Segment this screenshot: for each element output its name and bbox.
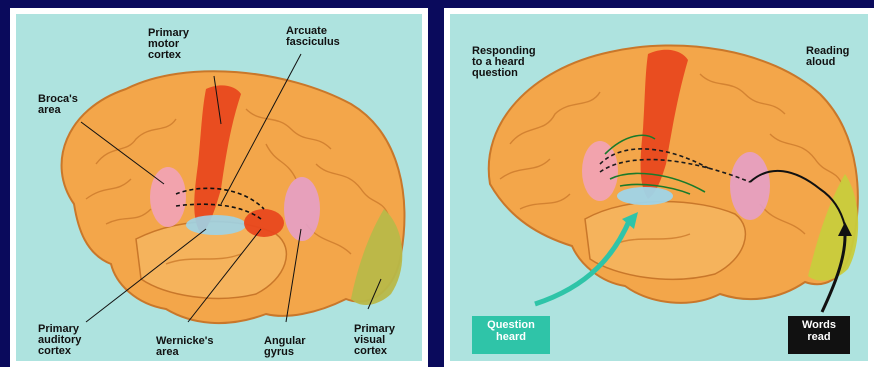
primary-motor-cortex-label: Primary motor cortex: [148, 28, 189, 61]
brocas-area-region-right: [582, 141, 618, 201]
angular-gyrus-region-right: [730, 152, 770, 220]
wernickes-area-label: Wernicke's area: [156, 336, 213, 358]
brocas-area-region: [150, 167, 186, 227]
reading-aloud-label: Reading aloud: [806, 46, 849, 68]
temporal-lobe-right: [585, 202, 745, 280]
right-brain-panel: Responding to a heard question Reading a…: [444, 8, 874, 367]
question-heard-tag: Question heard: [472, 316, 550, 354]
arcuate-fasciculus-label: Arcuate fasciculus: [286, 26, 340, 48]
brocas-area-label: Broca's area: [38, 94, 78, 116]
words-read-tag: Words read: [788, 316, 850, 354]
right-diagram-area: Responding to a heard question Reading a…: [450, 14, 868, 361]
responding-label: Responding to a heard question: [472, 46, 536, 79]
angular-gyrus-region: [284, 177, 320, 241]
primary-auditory-cortex-label: Primary auditory cortex: [38, 324, 81, 357]
primary-auditory-cortex-region: [186, 215, 246, 235]
auditory-cortex-region-right: [617, 187, 673, 205]
left-brain-panel: Primary motor cortex Arcuate fasciculus …: [10, 8, 428, 367]
left-brain-illustration: [16, 14, 422, 361]
left-diagram-area: Primary motor cortex Arcuate fasciculus …: [16, 14, 422, 361]
angular-gyrus-label: Angular gyrus: [264, 336, 306, 358]
wernickes-area-region: [244, 209, 284, 237]
primary-visual-cortex-label: Primary visual cortex: [354, 324, 395, 357]
